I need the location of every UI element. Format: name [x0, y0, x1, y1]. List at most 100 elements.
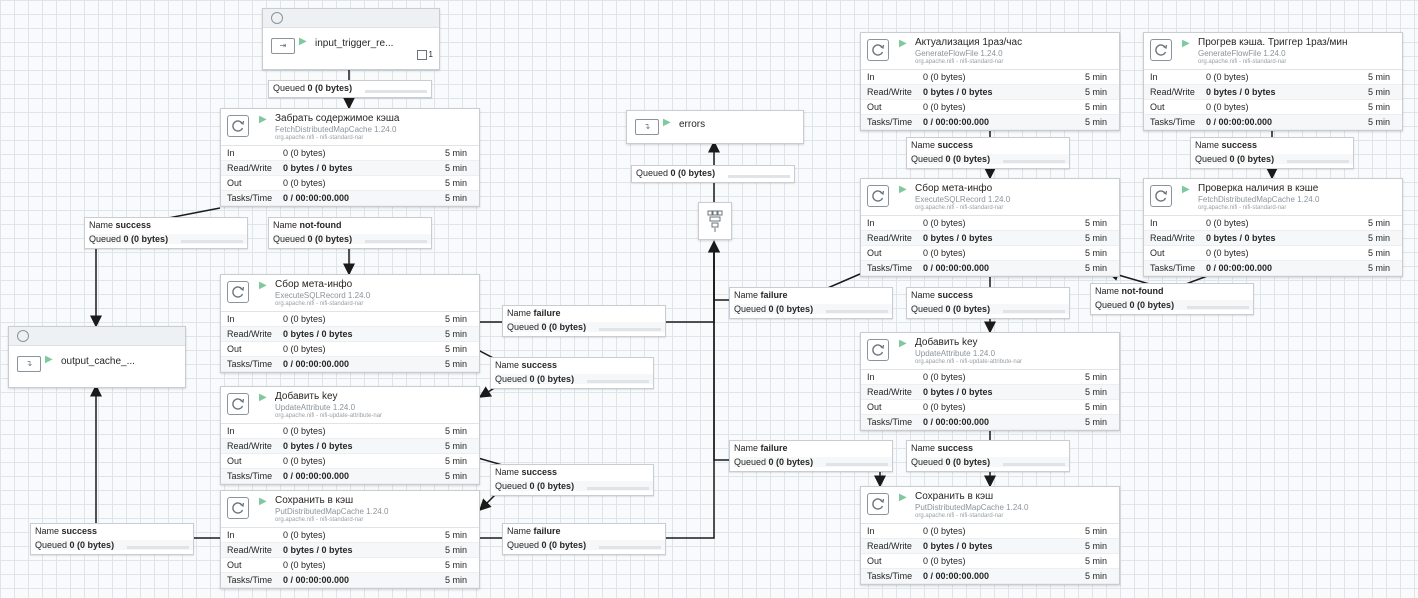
processor-name: Актуализация 1раз/час [915, 37, 1023, 48]
stats-time: 5 min [1367, 72, 1390, 82]
tasks-value: 0 / 00:00:00.000 [923, 117, 990, 127]
stats-out: 0 (0 bytes) [923, 402, 966, 412]
output-port[interactable]: ↴▶errors [626, 110, 804, 144]
port-count-value: 1 [428, 50, 433, 60]
play-icon: ▶ [259, 280, 267, 291]
stats-tasks: 0 / 00:00:00.000 [923, 263, 989, 273]
out-size: (0 bytes) [930, 102, 966, 112]
play-icon: ▶ [259, 496, 267, 507]
stats-key: In [867, 372, 875, 382]
refresh-icon [227, 393, 249, 415]
stats-key: Out [227, 560, 242, 570]
stats-time: 5 min [444, 178, 467, 188]
queue-bar [181, 240, 243, 243]
queue-bar [1003, 160, 1065, 163]
play-icon: ▶ [899, 492, 907, 503]
queued-line: Queued 0 (0 bytes) [636, 168, 715, 178]
tasks-value: 0 / 00:00:00.000 [923, 417, 990, 427]
stats-time: 5 min [1084, 102, 1107, 112]
queued-line: Queued 0 (0 bytes) [507, 322, 665, 332]
rw-value: 0 bytes / 0 bytes [1206, 87, 1276, 97]
name-key: Name [911, 140, 936, 150]
stats-time: 5 min [1084, 387, 1107, 397]
queued-line: Queued 0 (0 bytes) [89, 234, 247, 244]
stats-tasks: 0 / 00:00:00.000 [283, 575, 349, 585]
processor-type: UpdateAttribute 1.24.0 [275, 403, 356, 412]
stats-time: 5 min [444, 545, 467, 555]
processor-name: Добавить key [915, 337, 978, 348]
stats-key: Read/Write [227, 441, 272, 451]
in-size: (0 bytes) [930, 218, 966, 228]
stats-time: 5 min [1084, 571, 1107, 581]
stats-key: Read/Write [867, 233, 912, 243]
stats-out: 0 (0 bytes) [923, 556, 966, 566]
processor-type: FetchDistributedMapCache 1.24.0 [275, 125, 397, 134]
stats-rw: 0 bytes / 0 bytes [923, 387, 993, 397]
stats-rw: 0 bytes / 0 bytes [283, 441, 353, 451]
queued-line: Queued 0 (0 bytes) [734, 304, 892, 314]
stats-time: 5 min [444, 441, 467, 451]
queued-key: Queued [1195, 154, 1228, 164]
input-port[interactable]: ⇥▶input_trigger_re...1 [262, 8, 440, 70]
stats-time: 5 min [1084, 263, 1107, 273]
output-port[interactable]: ↴▶output_cache_... [8, 326, 186, 388]
out-count: 0 [923, 102, 929, 112]
stats-out: 0 (0 bytes) [923, 248, 966, 258]
in-count: 0 [283, 426, 289, 436]
stats-key: Tasks/Time [227, 193, 273, 203]
queued-value: 0 (0 bytes) [307, 234, 353, 244]
stats-out: 0 (0 bytes) [283, 456, 326, 466]
relationship-name: failure [533, 526, 561, 536]
name-key: Name [734, 290, 759, 300]
stats-key: Out [867, 248, 882, 258]
connection-label[interactable]: Queued 0 (0 bytes) [631, 165, 795, 183]
queue-bar [1003, 463, 1065, 466]
in-size: (0 bytes) [290, 148, 326, 158]
stats-key: Out [227, 344, 242, 354]
rw-value: 0 bytes / 0 bytes [283, 163, 353, 173]
name-line: Name failure [507, 308, 561, 318]
connection-label[interactable]: Queued 0 (0 bytes) [268, 80, 432, 98]
in-count: 0 [923, 372, 929, 382]
refresh-icon [867, 185, 889, 207]
connection-edge[interactable] [708, 240, 860, 461]
funnel[interactable] [698, 202, 732, 240]
stats-time: 5 min [1367, 233, 1390, 243]
out-count: 0 [283, 178, 289, 188]
out-size: (0 bytes) [290, 456, 326, 466]
stats-key: In [227, 530, 235, 540]
out-count: 0 [1206, 248, 1212, 258]
